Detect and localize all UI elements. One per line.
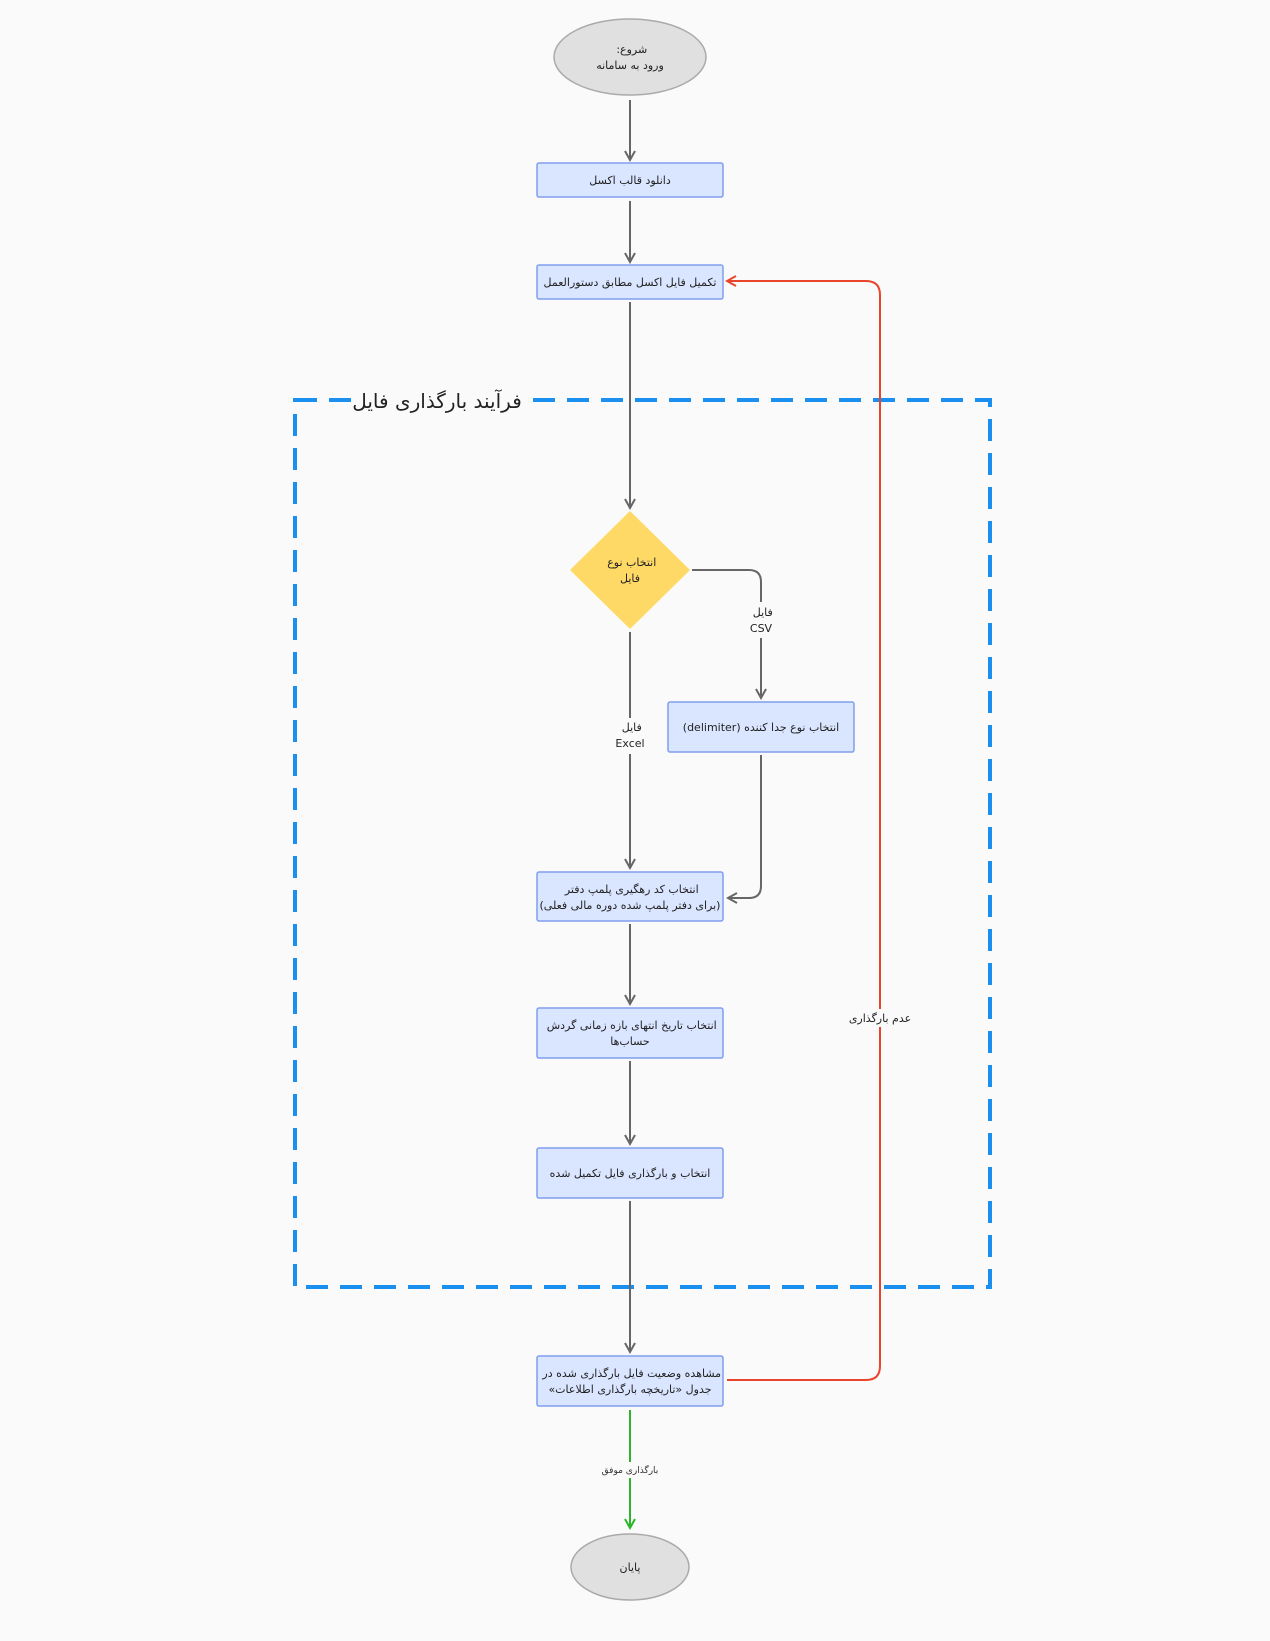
upload-status-line1: مشاهده وضعیت فایل بارگذاری شده در (541, 1367, 721, 1380)
group-title-background (352, 386, 524, 414)
file-type-decision-label: انتخاب نوع فایل (604, 556, 657, 585)
end-label: پایان (620, 1561, 641, 1574)
edge-label-excel-line2: Excel (615, 737, 644, 750)
tracking-code-box (536, 871, 724, 922)
download-template-box (536, 162, 724, 198)
tracking-code-line1: انتخاب کد رهگیری پلمپ دفتر (564, 883, 699, 896)
upload-process-group-border (293, 398, 992, 1289)
edge-status-to-fill-retry (727, 281, 881, 1381)
edge-label-csv-line2: CSV (750, 622, 773, 635)
fill-excel-box (536, 264, 724, 300)
delimiter-node: انتخاب نوع جدا کننده (delimiter) (667, 701, 855, 753)
upload-status-box (536, 1355, 724, 1407)
end-date-line2: حساب‌ها (610, 1035, 649, 1048)
start-node: شروع: ورود به سامانه (553, 18, 707, 96)
end-ellipse (570, 1533, 690, 1601)
upload-status-line2: جدول «تاریخچه بارگذاری اطلاعات» (548, 1383, 711, 1396)
success-label-background (600, 1462, 660, 1478)
file-type-decision-node: انتخاب نوع فایل (570, 511, 690, 629)
file-type-decision-line1: انتخاب نوع (607, 556, 656, 569)
start-label-line1: شروع: (616, 43, 647, 56)
delimiter-box (667, 701, 855, 753)
excel-label-background (606, 718, 654, 754)
tracking-code-label: انتخاب کد رهگیری پلمپ دفتر (برای دفتر پل… (540, 883, 721, 912)
download-template-node: دانلود قالب اکسل (536, 162, 724, 198)
end-date-box (536, 1007, 724, 1059)
tracking-code-line2: (برای دفتر پلمپ شده دوره مالی فعلی) (540, 899, 721, 912)
edge-label-excel: فایل Excel (615, 721, 644, 750)
group-title: فرآیند بارگذاری فایل (352, 388, 522, 413)
upload-status-node: مشاهده وضعیت فایل بارگذاری شده در جدول «… (536, 1355, 724, 1407)
csv-label-background (740, 602, 782, 638)
file-type-decision-line2: فایل (620, 572, 640, 585)
failed-label-background (848, 1009, 912, 1027)
start-label: شروع: ورود به سامانه (596, 43, 664, 72)
start-ellipse (553, 18, 707, 96)
download-template-label: دانلود قالب اکسل (589, 174, 671, 187)
edge-label-failed: عدم بارگذاری (849, 1012, 911, 1025)
end-node: پایان (570, 1533, 690, 1601)
edge-decision-to-delimiter (692, 569, 761, 698)
edge-label-csv: فایل CSV (749, 606, 773, 635)
file-type-decision-diamond (570, 511, 690, 629)
end-date-node: انتخاب تاریخ انتهای بازه زمانی گردش حساب… (536, 1007, 724, 1059)
upload-file-node: انتخاب و بارگذاری فایل تکمیل شده (536, 1147, 724, 1199)
tracking-code-node: انتخاب کد رهگیری پلمپ دفتر (برای دفتر پل… (536, 871, 724, 922)
fill-excel-node: تکمیل فایل اکسل مطابق دستورالعمل (536, 264, 724, 300)
edge-label-csv-line1: فایل (753, 606, 773, 619)
upload-file-label: انتخاب و بارگذاری فایل تکمیل شده (550, 1167, 711, 1180)
edge-label-excel-line1: فایل (622, 721, 642, 734)
upload-file-box (536, 1147, 724, 1199)
start-label-line2: ورود به سامانه (596, 59, 664, 72)
end-date-line1: انتخاب تاریخ انتهای بازه زمانی گردش (547, 1019, 717, 1032)
upload-status-label: مشاهده وضعیت فایل بارگذاری شده در جدول «… (539, 1367, 721, 1396)
end-date-label: انتخاب تاریخ انتهای بازه زمانی گردش حساب… (543, 1019, 717, 1048)
fill-excel-label: تکمیل فایل اکسل مطابق دستورالعمل (544, 276, 717, 290)
edge-delimiter-to-tracking (728, 755, 762, 898)
edge-label-success: بارگذاری موفق (602, 1464, 659, 1476)
delimiter-label: انتخاب نوع جدا کننده (delimiter) (683, 721, 839, 734)
